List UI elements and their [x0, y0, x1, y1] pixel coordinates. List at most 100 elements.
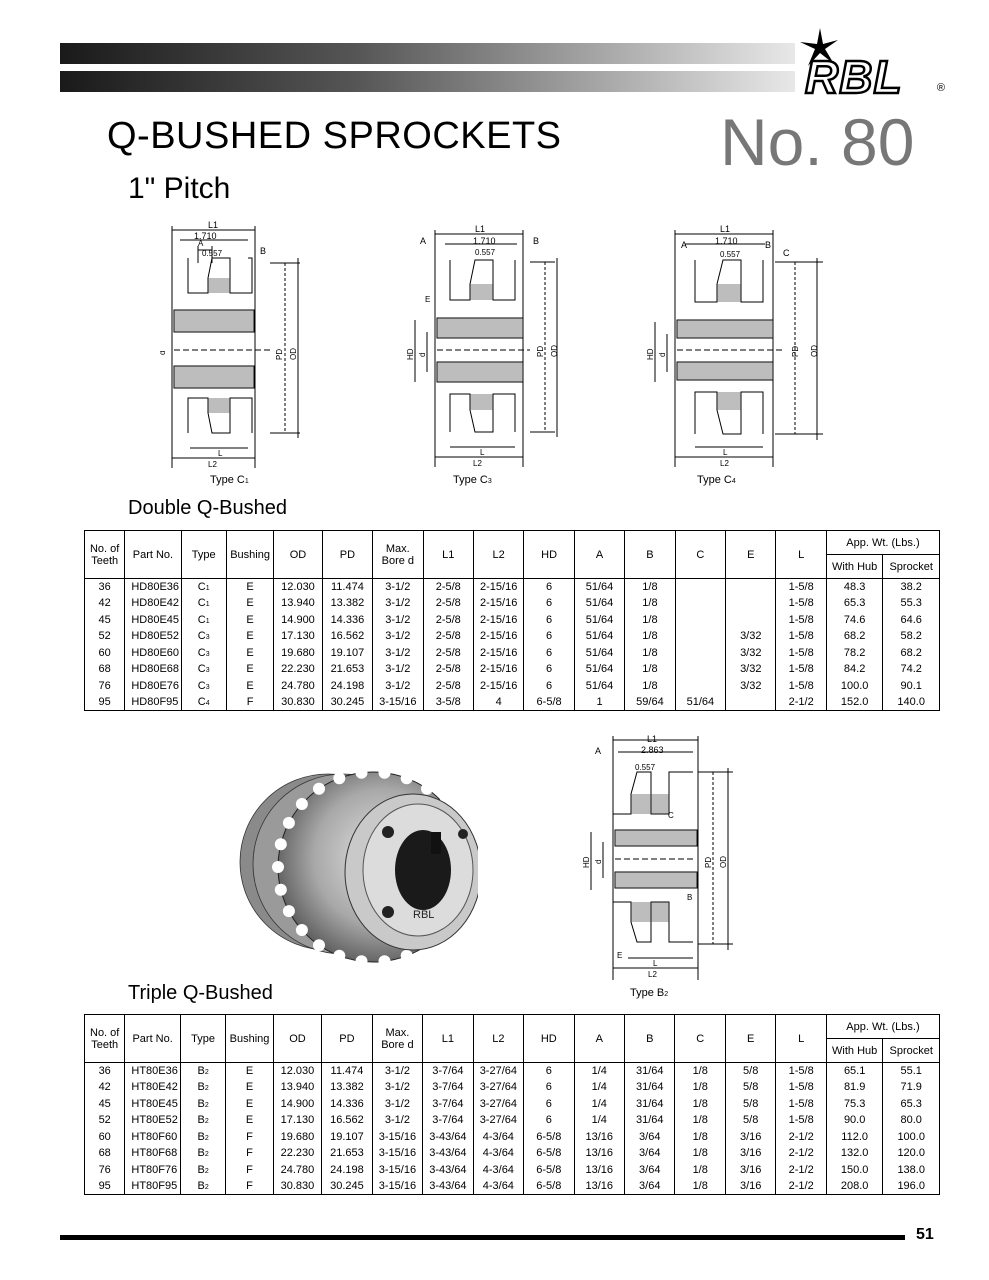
cell-c: 1/8	[674, 1112, 726, 1129]
cell-hd: 6-5/8	[523, 1178, 575, 1195]
cell-bushing: F	[225, 1161, 274, 1178]
svg-text:L: L	[653, 959, 658, 968]
cell-teeth: 60	[83, 1128, 126, 1145]
cell-hd: 6	[523, 644, 575, 661]
cell-e: 3/16	[724, 1128, 777, 1145]
cell-e: 5/8	[724, 1112, 777, 1129]
cell-hd: 6	[523, 1095, 575, 1112]
svg-text:HD: HD	[406, 348, 415, 360]
cell-l1: 3-7/64	[422, 1112, 474, 1129]
dim-l1: L1	[208, 220, 218, 230]
tooth-gap	[355, 766, 368, 779]
svg-text:L: L	[480, 448, 485, 457]
tooth-gap	[421, 782, 433, 795]
cell-a: 1/4	[573, 1062, 626, 1079]
header-pd: PD	[321, 530, 374, 579]
cell-bushing: E	[225, 661, 275, 678]
cell-hub: 65.1	[825, 1062, 884, 1079]
tooth-gap	[282, 816, 295, 829]
cell-hub: 152.0	[825, 694, 884, 711]
cell-b: 1/8	[624, 578, 676, 595]
brand-logo: RBL ®	[800, 28, 945, 104]
tooth-gap	[274, 883, 287, 896]
cell-teeth: 45	[83, 611, 126, 628]
cell-od: 14.900	[272, 1095, 323, 1112]
cell-hub: 112.0	[825, 1128, 884, 1145]
cell-sprocket: 80.0	[882, 1112, 940, 1129]
header-weight: App. Wt. (Lbs.)	[825, 530, 941, 555]
cell-e: 3/32	[725, 661, 777, 678]
cell-c: 1/8	[674, 1095, 726, 1112]
cell-bushing: E	[225, 1095, 274, 1112]
cell-type: B2	[179, 1178, 227, 1195]
header-b: B	[624, 530, 676, 579]
cell-bore: 3-1/2	[372, 661, 424, 678]
svg-text:0.557: 0.557	[720, 250, 741, 259]
cell-sprocket: 55.1	[882, 1062, 940, 1079]
svg-text:d: d	[418, 353, 427, 357]
cell-l: 1-5/8	[775, 611, 827, 628]
cell-part: HT80F60	[124, 1128, 181, 1145]
svg-text:B: B	[765, 240, 771, 250]
pitch-label: 1" Pitch	[128, 172, 231, 205]
cell-bore: 3-1/2	[371, 1079, 424, 1096]
diagram-type-b2: L1 A 2.863 0.557 C B E HD d PD OD L L2	[583, 734, 733, 980]
dim-a: A	[198, 239, 204, 248]
cell-b: 1/8	[624, 661, 676, 678]
cell-c: 1/8	[674, 1178, 726, 1195]
cell-c: 1/8	[674, 1128, 726, 1145]
cell-e: 3/32	[725, 644, 777, 661]
header-band-bottom	[60, 71, 795, 92]
dim-l2: L2	[208, 460, 217, 469]
cell-c	[674, 677, 727, 694]
cell-hd: 6-5/8	[523, 1145, 575, 1162]
cell-part: HT80F68	[124, 1145, 181, 1162]
cell-a: 1/4	[573, 1079, 626, 1096]
cell-pd: 19.107	[321, 1128, 373, 1145]
svg-text:L2: L2	[720, 459, 729, 468]
svg-text:2.863: 2.863	[641, 745, 664, 755]
header-band-top	[60, 43, 795, 64]
cell-a: 51/64	[573, 595, 626, 612]
cell-e: 3/16	[724, 1178, 777, 1195]
cell-hd: 6-5/8	[523, 694, 575, 711]
cell-hub: 90.0	[825, 1112, 884, 1129]
cell-b: 3/64	[624, 1128, 676, 1145]
cell-pd: 16.562	[321, 628, 374, 645]
cell-hd: 6	[523, 628, 575, 645]
cell-hd: 6	[523, 578, 575, 595]
cell-sprocket: 196.0	[882, 1178, 940, 1195]
svg-text:A: A	[595, 746, 601, 756]
svg-text:PD: PD	[536, 346, 545, 357]
svg-text:L2: L2	[648, 970, 657, 979]
cell-type: B2	[179, 1112, 227, 1129]
svg-text:HD: HD	[646, 348, 655, 360]
cell-e: 3/16	[724, 1161, 777, 1178]
cell-l: 1-5/8	[775, 677, 827, 694]
cell-a: 51/64	[573, 677, 626, 694]
cell-sprocket: 64.6	[882, 611, 940, 628]
header-od: OD	[273, 530, 323, 579]
cell-part: HD80E36	[124, 578, 182, 595]
cell-bore: 3-1/2	[372, 578, 424, 595]
cell-part: HT80E45	[124, 1095, 181, 1112]
photo-brand-label: RBL	[413, 909, 434, 921]
cell-l: 1-5/8	[775, 661, 827, 678]
cell-sprocket: 90.1	[882, 677, 940, 694]
caption-type-b2: Type B2	[630, 987, 669, 999]
cell-type: C3	[180, 644, 227, 661]
cell-bore: 3-15/16	[371, 1161, 424, 1178]
cell-type: C3	[180, 661, 227, 678]
svg-text:L1: L1	[475, 224, 485, 234]
cell-sprocket: 138.0	[882, 1161, 940, 1178]
cell-hub: 65.3	[825, 595, 884, 612]
cell-teeth: 95	[83, 694, 126, 711]
cell-b: 1/8	[624, 644, 676, 661]
cell-l1: 3-7/64	[422, 1079, 474, 1096]
